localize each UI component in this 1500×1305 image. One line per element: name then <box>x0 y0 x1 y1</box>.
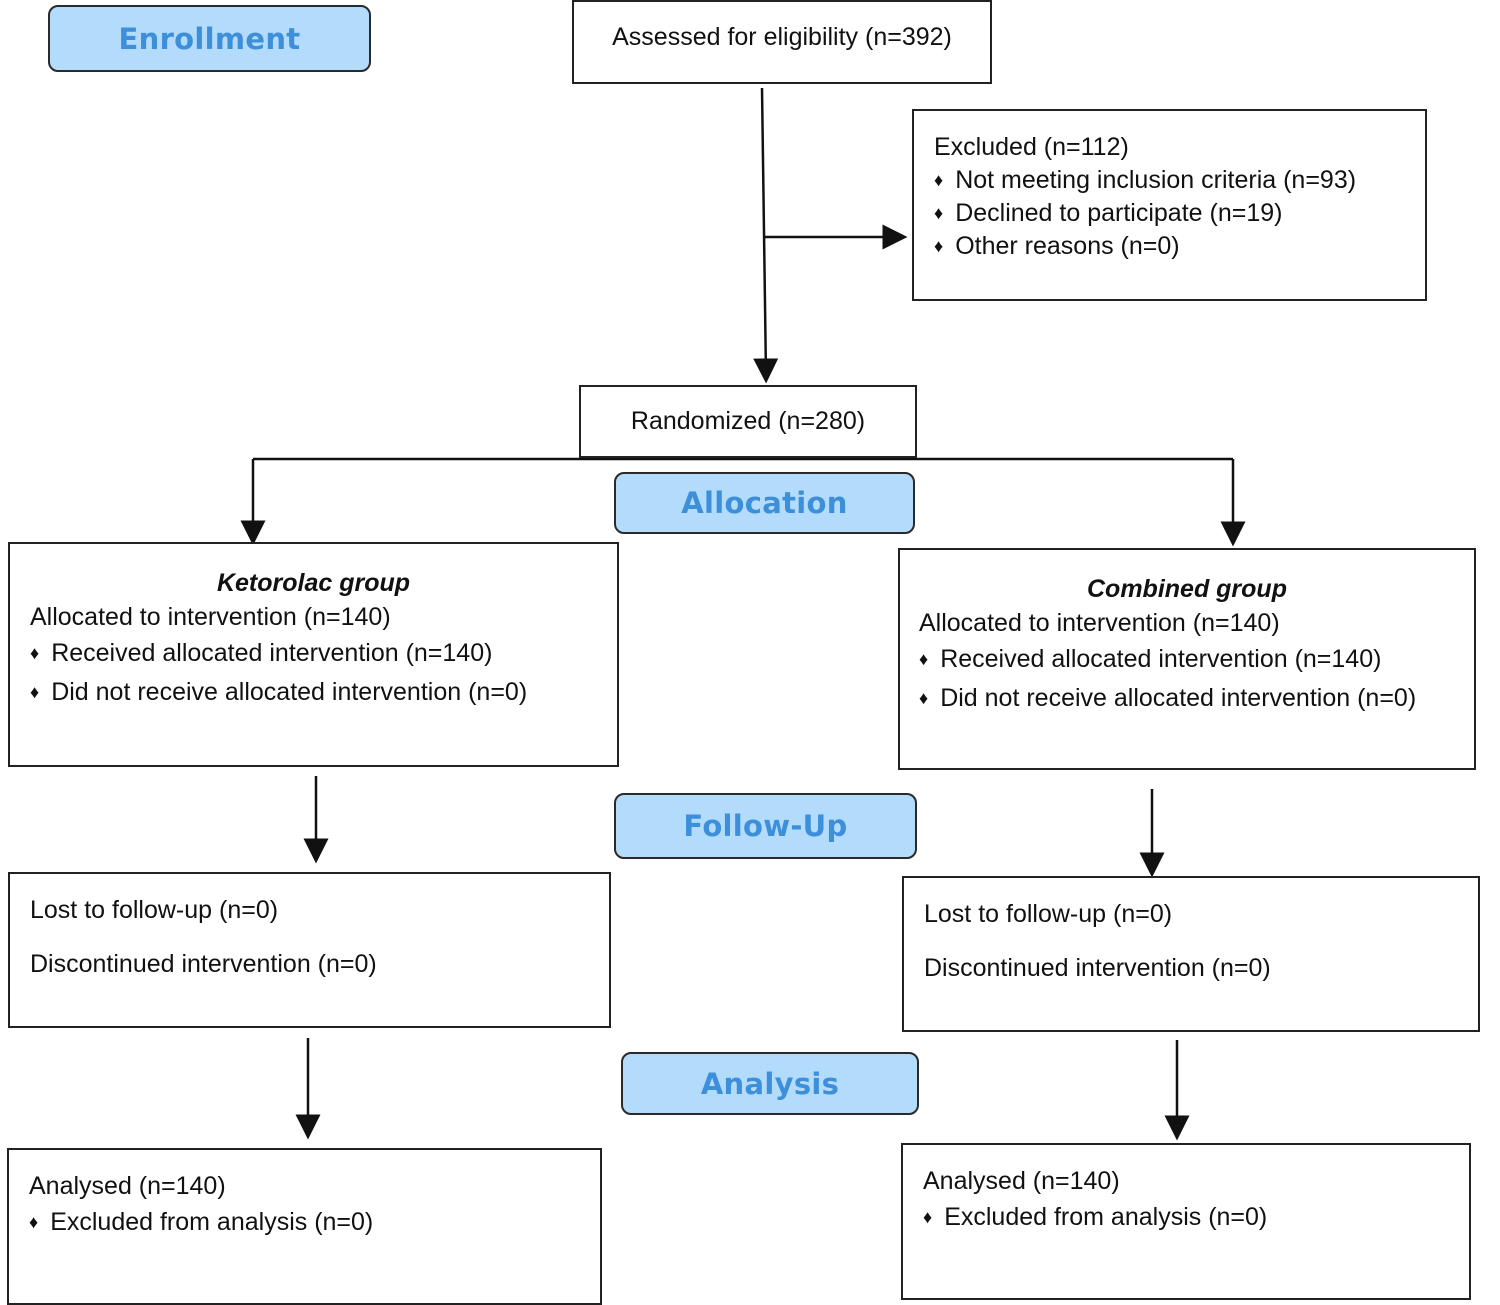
bullet-icon: ♦ <box>934 170 944 190</box>
excluded-reason-text: Declined to participate (n=19) <box>955 199 1283 227</box>
analysis-box-left: Analysed (n=140) ♦ Excluded from analysis… <box>7 1148 602 1305</box>
not-received-text-right: Did not receive allocated intervention (… <box>940 684 1417 712</box>
received-item-right: ♦ Received allocated intervention (n=140) <box>919 644 1381 674</box>
excluded-reason-item: ♦ Other reasons (n=0) <box>934 231 1180 261</box>
not-received-item-right: ♦ Did not receive allocated intervention … <box>919 683 1416 713</box>
excluded-box: Excluded (n=112) ♦ Not meeting inclusion … <box>912 109 1427 301</box>
excluded-title: Excluded (n=112) <box>934 133 1129 161</box>
excluded-reason-text: Other reasons (n=0) <box>955 232 1180 260</box>
bullet-icon: ♦ <box>934 203 944 223</box>
analysed-text-left: Analysed (n=140) <box>29 1172 226 1200</box>
randomized-box: Randomized (n=280) <box>579 385 917 458</box>
excluded-analysis-item-left: ♦ Excluded from analysis (n=0) <box>29 1207 373 1237</box>
excluded-analysis-text-right: Excluded from analysis (n=0) <box>944 1203 1268 1231</box>
not-received-text-left: Did not receive allocated intervention (… <box>51 678 528 706</box>
randomized-text: Randomized (n=280) <box>630 407 866 435</box>
allocation-box-right: Combined group Allocated to intervention… <box>898 548 1476 770</box>
excluded-reason-text: Not meeting inclusion criteria (n=93) <box>955 166 1357 194</box>
stage-label-analysis: Analysis <box>621 1052 919 1115</box>
allocation-box-left: Ketorolac group Allocated to interventio… <box>8 542 619 767</box>
discontinued-text-right: Discontinued intervention (n=0) <box>924 954 1271 982</box>
allocated-text-left: Allocated to intervention (n=140) <box>30 603 391 631</box>
group-title-right: Combined group <box>1087 575 1287 603</box>
excluded-reason-item: ♦ Declined to participate (n=19) <box>934 198 1282 228</box>
bullet-icon: ♦ <box>30 682 40 702</box>
followup-box-left: Lost to follow-up (n=0) Discontinued int… <box>8 872 611 1028</box>
group-title-left: Ketorolac group <box>216 569 411 597</box>
stage-label-follow-up-text: Follow-Up <box>683 809 848 843</box>
allocated-text-right: Allocated to intervention (n=140) <box>919 609 1280 637</box>
stage-label-allocation-text: Allocation <box>681 486 848 520</box>
received-text-right: Received allocated intervention (n=140) <box>940 645 1382 673</box>
stage-label-enrollment-text: Enrollment <box>118 21 301 56</box>
received-item-left: ♦ Received allocated intervention (n=140) <box>30 638 492 668</box>
lost-text-left: Lost to follow-up (n=0) <box>30 896 279 924</box>
assessed-text: Assessed for eligibility (n=392) <box>612 23 952 51</box>
bullet-icon: ♦ <box>919 688 929 708</box>
not-received-item-left: ♦ Did not receive allocated intervention … <box>30 677 527 707</box>
lost-text-right: Lost to follow-up (n=0) <box>924 900 1173 928</box>
stage-label-follow-up: Follow-Up <box>614 793 917 859</box>
excluded-analysis-text-left: Excluded from analysis (n=0) <box>50 1208 374 1236</box>
excluded-reason-item: ♦ Not meeting inclusion criteria (n=93) <box>934 165 1356 195</box>
stage-label-enrollment: Enrollment <box>48 5 371 72</box>
assessed-box: Assessed for eligibility (n=392) <box>572 0 992 84</box>
followup-box-right: Lost to follow-up (n=0) Discontinued int… <box>902 876 1480 1032</box>
bullet-icon: ♦ <box>934 236 944 256</box>
received-text-left: Received allocated intervention (n=140) <box>51 639 493 667</box>
analysis-box-right: Analysed (n=140) ♦ Excluded from analysis… <box>901 1143 1471 1300</box>
analysed-text-right: Analysed (n=140) <box>923 1167 1120 1195</box>
discontinued-text-left: Discontinued intervention (n=0) <box>30 950 377 978</box>
stage-label-analysis-text: Analysis <box>700 1066 840 1101</box>
excluded-analysis-item-right: ♦ Excluded from analysis (n=0) <box>923 1202 1267 1232</box>
bullet-icon: ♦ <box>30 643 40 663</box>
stage-label-allocation: Allocation <box>614 472 915 534</box>
bullet-icon: ♦ <box>29 1212 39 1232</box>
bullet-icon: ♦ <box>919 649 929 669</box>
arrow-assessed-to-randomized <box>753 87 779 384</box>
bullet-icon: ♦ <box>923 1207 933 1227</box>
